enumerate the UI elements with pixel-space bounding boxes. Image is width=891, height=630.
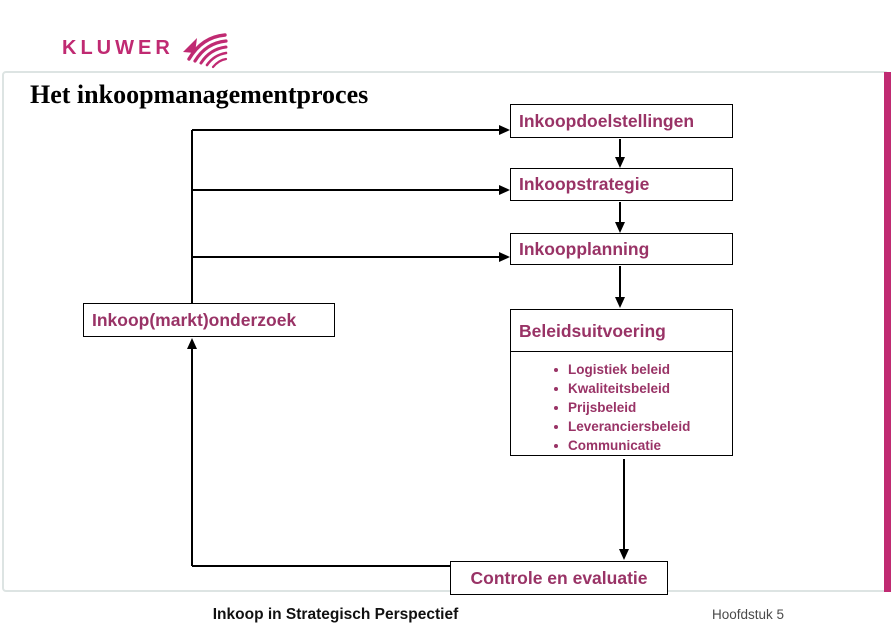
bullet-icon xyxy=(554,405,558,410)
bullet-label: Leveranciersbeleid xyxy=(568,419,691,434)
footer-course-title-text: Inkoop in Strategisch Perspectief xyxy=(212,606,459,623)
page-title: Het inkoopmanagementproces xyxy=(30,80,369,109)
policy-bullet-list: Logistiek beleid Kwaliteitsbeleid Prijsb… xyxy=(510,351,733,456)
box-controle-en-evaluatie: Controle en evaluatie xyxy=(450,561,668,595)
box-inkoopplanning: Inkoopplanning xyxy=(510,233,733,265)
list-item: Kwaliteitsbeleid xyxy=(554,379,728,398)
swirl-beak xyxy=(182,38,197,53)
box-label: Inkoopplanning xyxy=(519,238,650,259)
box-inkoop-markt-onderzoek: Inkoop(markt)onderzoek xyxy=(83,303,335,337)
box-beleidsuitvoering: Beleidsuitvoering xyxy=(510,309,733,353)
list-item: Leveranciersbeleid xyxy=(554,417,728,436)
brand-accent-bar xyxy=(884,72,891,592)
bullet-label: Kwaliteitsbeleid xyxy=(568,381,671,396)
bullet-label: Prijsbeleid xyxy=(568,400,637,415)
footer-course-title: Inkoop in Strategisch Perspectief xyxy=(0,606,891,624)
box-label: Inkoop(markt)onderzoek xyxy=(92,309,297,330)
kluwer-logo-text: KLUWER xyxy=(62,36,174,59)
box-label: Inkoopdoelstellingen xyxy=(519,110,695,131)
bullet-icon xyxy=(554,367,558,372)
list-item: Logistiek beleid xyxy=(554,360,728,379)
kluwer-logo: KLUWER xyxy=(62,30,228,69)
bullet-icon xyxy=(554,386,558,391)
footer-chapter: Hoofdstuk 5 xyxy=(712,607,785,622)
box-label: Inkoopstrategie xyxy=(519,174,650,194)
box-label: Controle en evaluatie xyxy=(470,567,648,588)
kluwer-swirl-icon xyxy=(182,33,228,69)
box-inkoopstrategie: Inkoopstrategie xyxy=(510,168,733,201)
box-inkoopdoelstellingen: Inkoopdoelstellingen xyxy=(510,104,733,138)
list-item: Communicatie xyxy=(554,436,728,455)
list-item: Prijsbeleid xyxy=(554,398,728,417)
bullet-icon xyxy=(554,424,558,429)
bullet-icon xyxy=(554,443,558,448)
bullet-label: Communicatie xyxy=(568,438,662,453)
bullet-label: Logistiek beleid xyxy=(568,362,671,377)
box-label: Beleidsuitvoering xyxy=(519,320,666,341)
